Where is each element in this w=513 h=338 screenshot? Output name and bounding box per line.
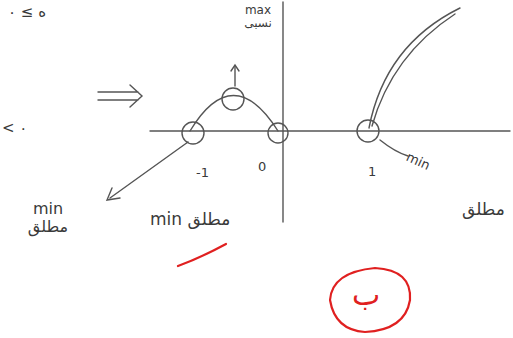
axis-value: -1 xyxy=(196,166,209,180)
axis-value: 1 xyxy=(368,165,376,179)
arrow-line xyxy=(234,66,235,86)
point-circle xyxy=(222,88,244,110)
red-circle xyxy=(330,268,410,332)
arrow-head xyxy=(107,188,120,200)
extremum-label: min مطلق xyxy=(18,200,78,235)
point-circle xyxy=(268,123,288,143)
axis-value: 0 xyxy=(258,160,266,174)
note-text: ه ≥ ۰ xyxy=(8,4,46,21)
red-mark: ب xyxy=(352,278,380,311)
extremum-label: مطلق xyxy=(462,200,505,219)
extremum-label: min xyxy=(404,150,432,173)
y-axis xyxy=(282,2,283,222)
arc xyxy=(190,96,278,132)
curve-shade xyxy=(372,14,455,126)
note-text: < ۰ xyxy=(2,120,27,137)
extremum-label: min مطلق xyxy=(150,210,230,229)
extremum-label: max نسبی xyxy=(236,4,280,30)
implies-arrow xyxy=(98,85,142,107)
arrow-head xyxy=(231,65,239,71)
leader-line xyxy=(380,140,408,156)
point-circle xyxy=(357,120,379,142)
arrow-line xyxy=(110,142,188,198)
curve xyxy=(369,8,460,128)
red-underline xyxy=(178,244,226,266)
point-circle xyxy=(182,122,204,144)
